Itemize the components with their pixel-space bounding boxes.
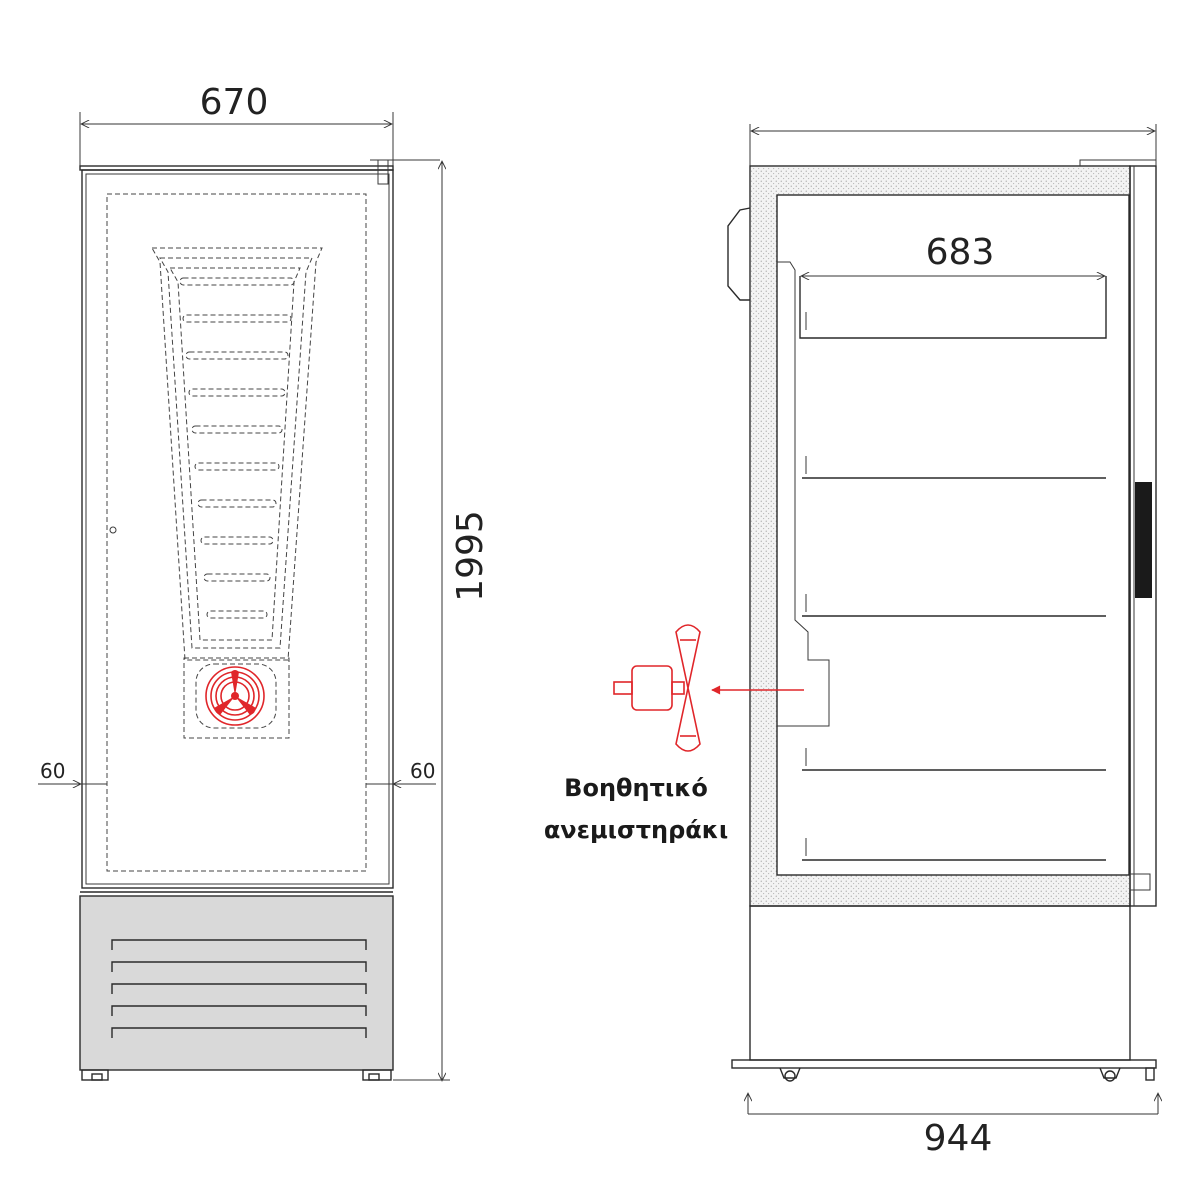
side-base-plate [731,1059,1157,1069]
rear-bracket [727,207,751,301]
door-lock-icon [109,526,117,534]
front-height-label: 1995 [450,510,491,602]
insulation-top [751,167,1129,195]
interior-outline [106,193,367,872]
left-inset-label: 60 [40,759,65,783]
front-view: 670 [38,82,491,1080]
aux-fan-label-line1: Βοηθητικό [564,774,708,802]
casters [779,1067,1155,1082]
front-feet [81,1069,392,1081]
door-handle [1135,482,1152,598]
front-width-label: 670 [200,82,269,123]
side-base [749,905,1131,1061]
cabinet-door [81,169,394,889]
interior-width-label: 683 [926,232,995,273]
duct-outline-outer [151,247,323,661]
louver-slots [179,277,295,619]
side-view: 683 944 [727,124,1158,1159]
door-inner-frame [85,173,390,885]
side-door [1129,165,1157,907]
top-hinge [377,159,389,185]
base-panel [79,895,394,1071]
aux-fan-icon [613,624,701,752]
shelves [799,276,1107,861]
insulation-rear [751,195,777,875]
side-body [749,165,1131,907]
fan-housing [183,657,290,739]
side-bottom-hinge [1129,873,1151,891]
rear-rail [777,261,830,727]
aux-fan-callout: Βοηθητικό ανεμιστηράκι [544,624,804,844]
base-vents [111,939,367,1038]
side-depth-label: 944 [924,1118,993,1159]
right-inset-label: 60 [410,759,435,783]
insulation-bottom [751,875,1129,905]
side-top-hinge [1079,159,1157,166]
interior-liner [776,194,1130,876]
fan-icon [205,666,265,726]
duct-outline-inner [169,267,301,641]
aux-fan-label-line2: ανεμιστηράκι [544,816,728,844]
duct-outline-mid [159,257,313,649]
